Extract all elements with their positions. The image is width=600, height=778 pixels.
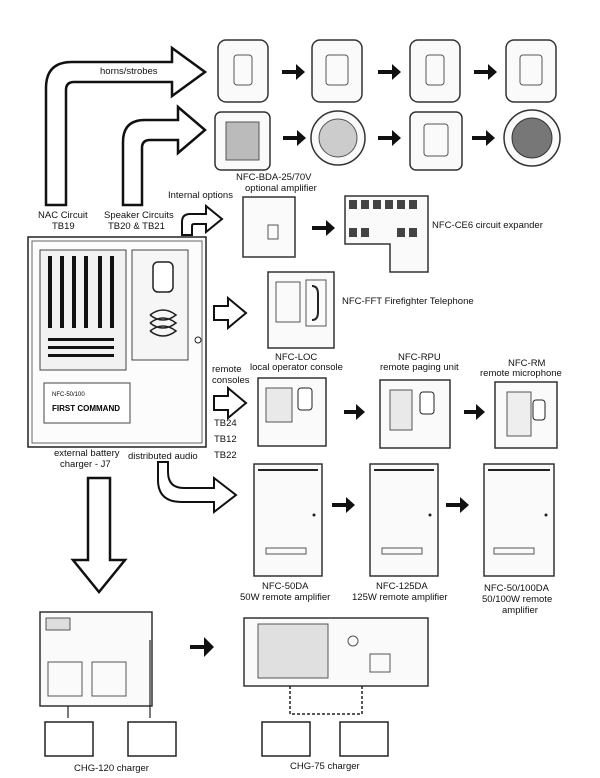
label-speaker-circuits: Speaker Circuits: [104, 210, 174, 221]
label-bda-name: NFC-BDA-25/70V: [236, 172, 312, 183]
da-amplifiers: [253, 463, 555, 577]
label-internal-options: Internal options: [168, 190, 233, 201]
label-nac-circuit: NAC Circuit: [38, 210, 88, 221]
label-rm-name: NFC-RM: [508, 358, 546, 369]
fft-telephone: [267, 271, 335, 349]
horn-strobe-1: [217, 39, 269, 103]
arrow-icon: [378, 130, 401, 146]
battery-icon: [339, 721, 389, 757]
label-nac-tb: TB19: [52, 221, 75, 232]
label-da125-desc: 125W remote amplifier: [352, 592, 448, 603]
horn-strobe-2: [311, 39, 363, 103]
horn-strobe-4: [505, 39, 557, 103]
label-distributed-audio: distributed audio: [128, 451, 198, 462]
speaker-devices: [214, 109, 561, 171]
main-control-panel: NFC-50/100 FIRST COMMAND: [27, 236, 207, 448]
label-rpu-desc: remote paging unit: [380, 362, 459, 373]
arrow-icon: [344, 404, 365, 420]
arrow-icon: [472, 130, 495, 146]
label-tb12: TB12: [214, 434, 237, 445]
panel-lock-icon: [194, 336, 202, 344]
panel-brand-text: FIRST COMMAND: [52, 404, 120, 413]
microphone-icon: [152, 261, 174, 293]
arrow-icon: [332, 497, 355, 513]
battery-icon: [127, 721, 177, 757]
arrow-icon: [190, 637, 214, 657]
arrow-icon: [474, 64, 497, 80]
ce6-circuit-expander: [344, 195, 429, 273]
label-remote-consoles-1: remote: [212, 364, 242, 375]
chg120-charger: [39, 611, 177, 757]
label-chg75: CHG-75 charger: [290, 761, 360, 772]
label-da100-name: NFC-50/100DA: [484, 583, 549, 594]
label-bda-desc: optional amplifier: [245, 183, 317, 194]
da50-amplifier: [253, 463, 323, 577]
bda-amplifier-board: [242, 196, 296, 258]
arrow-icon: [378, 64, 401, 80]
arrow-icon: [283, 130, 306, 146]
horn-strobe-devices: [217, 39, 557, 103]
panel-model-text: NFC-50/100: [52, 392, 85, 398]
arrow-icon: [282, 64, 305, 80]
speaker-strobe-1: [409, 111, 463, 171]
chg75-charger: [243, 617, 429, 757]
battery-icon: [44, 721, 94, 757]
da100-amplifier: [483, 463, 555, 577]
label-rm-desc: remote microphone: [480, 368, 562, 379]
label-da50-name: NFC-50DA: [262, 581, 309, 592]
da125-amplifier: [369, 463, 439, 577]
loc-arrow: [213, 385, 248, 421]
arrow-icon: [464, 404, 485, 420]
label-da125-name: NFC-125DA: [376, 581, 428, 592]
label-speaker-tb: TB20 & TB21: [108, 221, 165, 232]
battery-charger-arrow: [70, 476, 128, 594]
label-loc-name: NFC-LOC: [275, 352, 318, 363]
label-tb22: TB22: [214, 450, 237, 461]
label-tb24: TB24: [214, 418, 237, 429]
ce6-terminals: [349, 200, 417, 237]
label-loc-desc: local operator console: [250, 362, 343, 373]
panel-label-plate: [43, 382, 131, 424]
label-da50-desc: 50W remote amplifier: [240, 592, 331, 603]
speaker-arrow: [121, 104, 207, 207]
label-rpu-name: NFC-RPU: [398, 352, 441, 363]
horn-strobe-3: [409, 39, 461, 103]
label-ce6: NFC-CE6 circuit expander: [432, 220, 543, 231]
label-chg120: CHG-120 charger: [74, 763, 149, 774]
nac-arrow: [44, 45, 208, 207]
label-horns-strobes: horns/strobes: [100, 66, 158, 77]
microphone-coil: [149, 309, 178, 337]
arrow-icon: [312, 220, 335, 236]
fft-arrow: [213, 295, 248, 331]
internal-options-arrow: [181, 203, 224, 236]
battery-icon: [261, 721, 311, 757]
distributed-audio-arrow: [157, 461, 238, 515]
label-da100-desc2: amplifier: [502, 605, 538, 616]
label-remote-consoles-2: consoles: [212, 375, 250, 386]
label-ext-battery-2: charger - J7: [60, 459, 111, 470]
label-ext-battery-1: external battery: [54, 448, 120, 459]
label-da100-desc1: 50/100W remote: [482, 594, 553, 605]
arrow-icon: [446, 497, 469, 513]
label-fft: NFC-FFT Firefighter Telephone: [342, 296, 474, 307]
